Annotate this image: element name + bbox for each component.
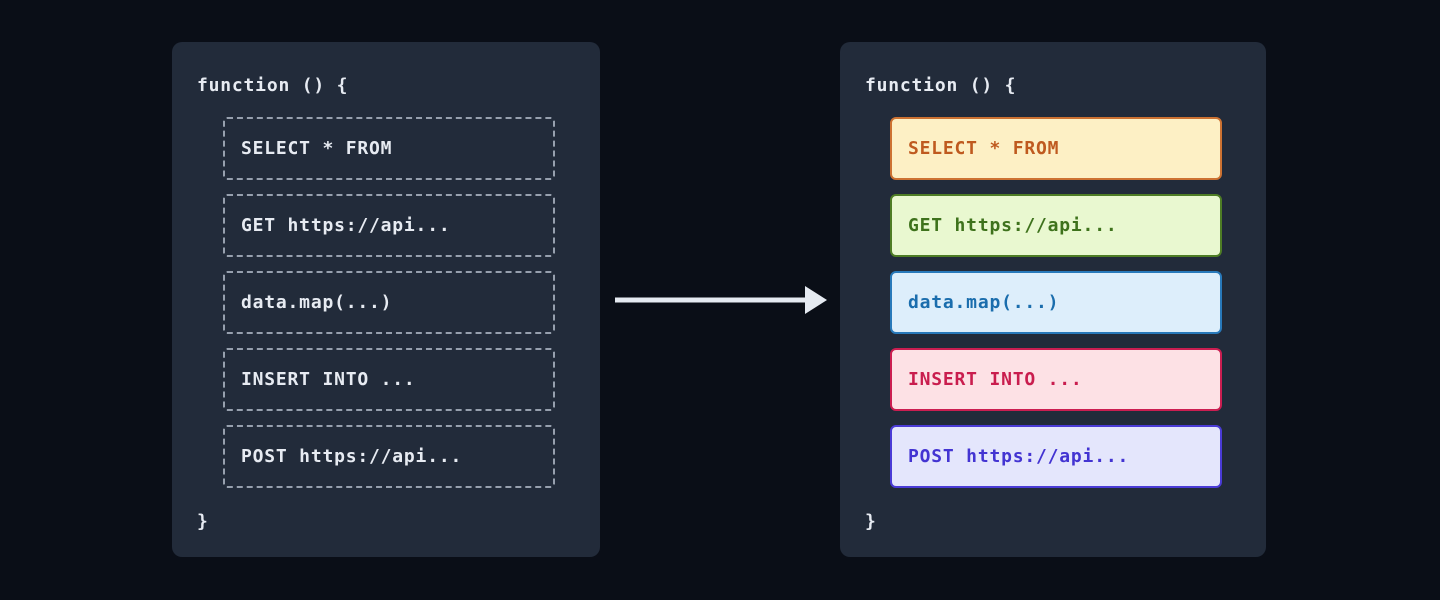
transform-arrow-icon xyxy=(615,282,827,318)
before-blocks: SELECT * FROM GET https://api... data.map(… xyxy=(223,117,555,502)
function-close-line: } xyxy=(197,511,209,532)
function-open-line: function () { xyxy=(865,75,1017,96)
code-block-label: data.map(...) xyxy=(241,292,393,313)
code-block-label: SELECT * FROM xyxy=(908,138,1060,159)
after-block-3: INSERT INTO ... xyxy=(890,348,1222,411)
code-block-label: GET https://api... xyxy=(908,215,1118,236)
code-block-label: SELECT * FROM xyxy=(241,138,393,159)
after-block-0: SELECT * FROM xyxy=(890,117,1222,180)
before-block-4: POST https://api... xyxy=(223,425,555,488)
code-block-label: INSERT INTO ... xyxy=(908,369,1083,390)
before-block-1: GET https://api... xyxy=(223,194,555,257)
before-block-0: SELECT * FROM xyxy=(223,117,555,180)
code-block-label: POST https://api... xyxy=(241,446,463,467)
code-block-label: INSERT INTO ... xyxy=(241,369,416,390)
after-block-2: data.map(...) xyxy=(890,271,1222,334)
after-block-4: POST https://api... xyxy=(890,425,1222,488)
code-block-label: GET https://api... xyxy=(241,215,451,236)
before-block-2: data.map(...) xyxy=(223,271,555,334)
after-blocks: SELECT * FROM GET https://api... data.map(… xyxy=(890,117,1222,502)
function-open-line: function () { xyxy=(197,75,349,96)
code-panel-after: function () { SELECT * FROM GET https://a… xyxy=(840,42,1266,557)
before-block-3: INSERT INTO ... xyxy=(223,348,555,411)
after-block-1: GET https://api... xyxy=(890,194,1222,257)
code-block-label: data.map(...) xyxy=(908,292,1060,313)
code-block-label: POST https://api... xyxy=(908,446,1130,467)
function-close-line: } xyxy=(865,511,877,532)
code-panel-before: function () { SELECT * FROM GET https://a… xyxy=(172,42,600,557)
